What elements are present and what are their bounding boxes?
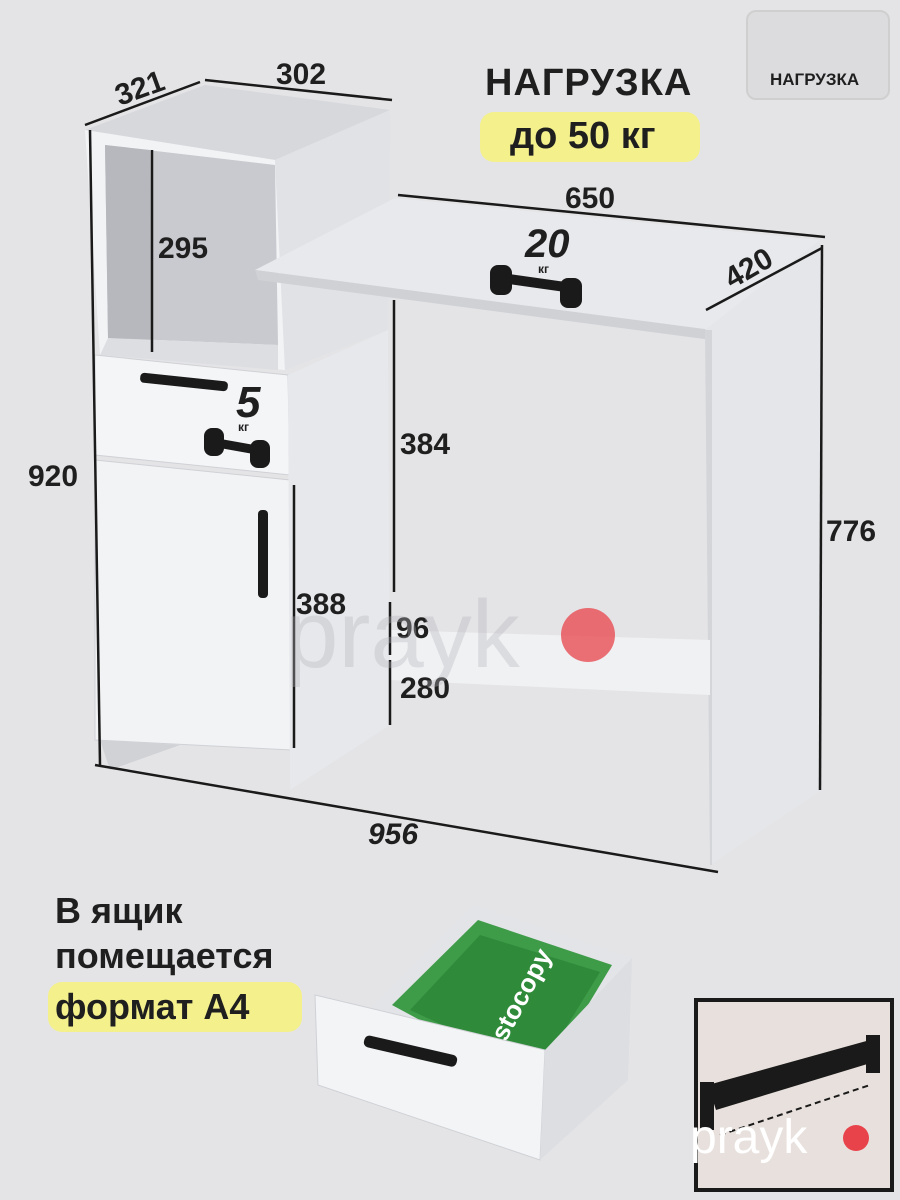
tabletop xyxy=(255,198,822,865)
dim-knee-height: 384 xyxy=(400,428,451,461)
drawer-caption-line2: помещается xyxy=(55,935,274,976)
tabletop-dumbbell-icon xyxy=(490,265,582,308)
dim-niche-height: 295 xyxy=(158,232,209,265)
dim-total-width: 956 xyxy=(368,818,419,851)
dim-cabinet-width: 302 xyxy=(276,58,327,91)
dim-tabletop-width: 650 xyxy=(565,182,616,215)
load-value-highlight xyxy=(480,112,700,162)
drawer-load-unit: кг xyxy=(238,420,250,434)
watermark-dot-icon xyxy=(561,608,615,662)
load-value: до 50 кг xyxy=(510,115,656,157)
corner-watermark: prayk xyxy=(690,1111,808,1164)
drawer-load-value: 5 xyxy=(236,378,261,427)
corner-watermark-dot-icon xyxy=(843,1125,869,1151)
load-title: НАГРУЗКА xyxy=(485,62,693,104)
handle-closeup xyxy=(694,998,894,1192)
badge-label: НАГРУЗКА xyxy=(770,70,860,89)
drawer-caption-line3: формат А4 xyxy=(55,986,250,1027)
door-handle xyxy=(258,510,268,598)
dim-rail-height: 96 xyxy=(396,612,430,645)
drawer-caption-line1: В ящик xyxy=(55,890,183,931)
dimension-lines xyxy=(84,78,826,874)
center-watermark: prayk xyxy=(285,581,520,688)
drawer-caption-highlight xyxy=(48,982,302,1032)
open-drawer-illustration: stocopy xyxy=(314,905,632,1161)
dim-door-height: 388 xyxy=(296,588,347,621)
dim-total-height: 920 xyxy=(28,460,79,493)
drawer-closeup-handle xyxy=(363,1035,458,1067)
dim-desk-height: 776 xyxy=(826,515,877,548)
dim-bottom-height: 280 xyxy=(400,672,451,705)
load-badge xyxy=(746,10,890,100)
drawer-dumbbell-icon xyxy=(204,428,270,468)
tabletop-load-unit: кг xyxy=(538,262,550,276)
tabletop-load-value: 20 xyxy=(525,222,570,266)
drawer-handle xyxy=(140,372,228,392)
